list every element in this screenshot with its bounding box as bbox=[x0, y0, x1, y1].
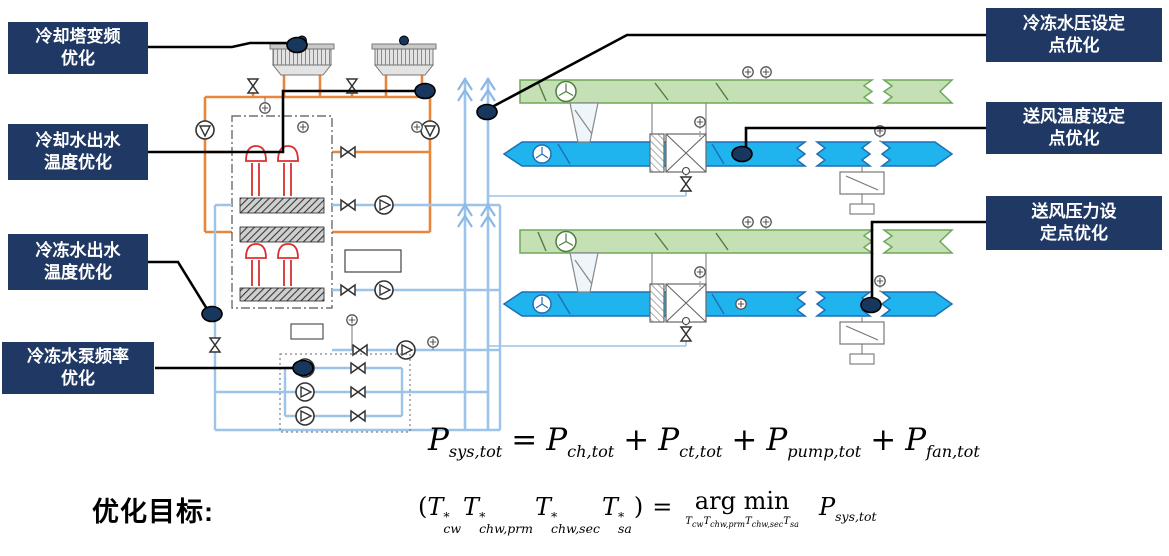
valve-icon bbox=[340, 284, 356, 296]
total-power-equation: Psys,tot=Pch,tot+Pct,tot+Ppump,tot+Pfan,… bbox=[428, 422, 980, 462]
compressor-group bbox=[245, 145, 299, 286]
callout-label: 冷冻水出水 温度优化 bbox=[35, 240, 121, 282]
supply-fan-icon bbox=[532, 144, 552, 164]
check-valve-icon bbox=[350, 362, 366, 374]
callout-line bbox=[744, 126, 988, 148]
callout-chilled-water-pump-freq: 冷冻水泵频率 优化 bbox=[2, 342, 154, 394]
tower-fan-motor-icon bbox=[399, 35, 409, 46]
optimization-point-marker bbox=[414, 82, 436, 100]
valve-icon bbox=[340, 146, 356, 158]
damper-icon bbox=[574, 109, 593, 135]
supply-air-duct-mid bbox=[814, 141, 873, 167]
optimization-point-marker bbox=[476, 103, 498, 121]
callout-line bbox=[148, 89, 416, 154]
pump-set-enclosure bbox=[279, 353, 411, 433]
optimization-point-marker bbox=[731, 145, 753, 163]
callout-label: 送风温度设定 点优化 bbox=[1023, 106, 1125, 148]
objective-title: 优化目标: bbox=[92, 497, 214, 527]
eq-term: Psys,tot bbox=[818, 492, 877, 524]
callout-line bbox=[870, 220, 988, 299]
condenser-pump-icon bbox=[420, 120, 440, 140]
callout-line bbox=[148, 41, 288, 49]
check-valve-icon bbox=[350, 386, 366, 398]
sensor-icon bbox=[760, 66, 772, 78]
flow-arrow-icon bbox=[457, 76, 496, 228]
chiller-heat-exchanger bbox=[239, 197, 325, 214]
pump-icon bbox=[374, 280, 394, 300]
callout-chilled-water-outlet-temp: 冷冻水出水 温度优化 bbox=[8, 234, 148, 290]
eq-term: Pct,tot bbox=[658, 422, 723, 462]
valve-icon bbox=[209, 337, 221, 353]
optimization-point-marker bbox=[860, 296, 882, 314]
sensor-icon bbox=[346, 314, 358, 326]
damper-icon bbox=[845, 175, 879, 191]
eq-term: T*cw bbox=[427, 492, 462, 537]
chiller-heat-exchanger bbox=[239, 226, 325, 243]
coil-valve-icon bbox=[680, 176, 692, 192]
pump-icon bbox=[374, 195, 394, 215]
callout-label: 送风压力设 定点优化 bbox=[1031, 201, 1117, 243]
eq-term: Psys,tot bbox=[428, 422, 503, 462]
diffuser bbox=[849, 203, 875, 215]
optimization-point-marker bbox=[292, 359, 314, 377]
chiller-heat-exchanger bbox=[239, 287, 325, 302]
callout-connectors bbox=[148, 33, 988, 370]
ahu-train-top bbox=[488, 66, 954, 215]
sensor-icon bbox=[297, 121, 309, 133]
chiller-plant bbox=[195, 35, 502, 433]
pump-icon bbox=[396, 340, 416, 360]
eq-term: T*sa bbox=[601, 492, 632, 537]
optimization-point-marker bbox=[286, 36, 308, 54]
sensor-icon bbox=[259, 102, 271, 114]
condenser-pump-icon bbox=[195, 120, 215, 140]
callout-label: 冷却塔变频 优化 bbox=[35, 26, 121, 68]
callout-line bbox=[491, 33, 988, 109]
eq-term: Pch,tot bbox=[546, 422, 615, 462]
return-air-duct-tail bbox=[881, 79, 954, 104]
callout-cooling-water-outlet-temp: 冷却水出水 温度优化 bbox=[8, 124, 148, 180]
optimization-point-marker bbox=[201, 305, 223, 323]
valve-icon bbox=[247, 78, 259, 94]
callout-line bbox=[148, 260, 209, 310]
chiller-enclosure bbox=[231, 115, 333, 309]
ahu-train-bottom bbox=[488, 217, 952, 364]
supply-air-duct-tail bbox=[879, 141, 954, 167]
eq-term: T*chw,prm bbox=[463, 492, 533, 537]
sensor-icon bbox=[742, 66, 754, 78]
valve-actuator-icon bbox=[681, 166, 691, 176]
chilled-water-risers bbox=[457, 76, 496, 430]
heat-exchanger-small bbox=[290, 323, 324, 340]
eq-term: T*chw,sec bbox=[535, 492, 600, 537]
chilled-water-pump-icon bbox=[295, 406, 315, 426]
sensor-icon bbox=[411, 121, 423, 133]
chilled-water-pump-icon bbox=[295, 382, 315, 402]
optimization-point-markers bbox=[201, 36, 882, 377]
cooling-tower-2 bbox=[371, 35, 437, 76]
valve-icon bbox=[340, 199, 356, 211]
eq-term: Ppump,tot bbox=[766, 422, 862, 462]
callout-supply-air-pressure-setpoint: 送风压力设 定点优化 bbox=[986, 196, 1162, 250]
callout-cooling-tower-vfd: 冷却塔变频 优化 bbox=[8, 22, 148, 74]
sensor-icon bbox=[694, 116, 706, 128]
eq-term: Pfan,tot bbox=[905, 422, 980, 462]
return-fan-icon bbox=[555, 80, 577, 103]
ahu-filter bbox=[649, 133, 665, 173]
expansion-tank bbox=[344, 249, 402, 273]
callout-label: 冷冻水泵频率 优化 bbox=[27, 346, 129, 388]
callout-label: 冷冻水压设定 点优化 bbox=[1023, 13, 1125, 55]
sensor-icon bbox=[427, 336, 439, 348]
damper-icon bbox=[537, 81, 729, 102]
check-valve-icon bbox=[350, 410, 366, 422]
callout-chw-pressure-setpoint: 冷冻水压设定 点优化 bbox=[986, 8, 1162, 62]
callout-label: 冷却水出水 温度优化 bbox=[35, 130, 121, 172]
callout-supply-air-temp-setpoint: 送风温度设定 点优化 bbox=[986, 102, 1162, 154]
damper-icon bbox=[557, 143, 725, 165]
